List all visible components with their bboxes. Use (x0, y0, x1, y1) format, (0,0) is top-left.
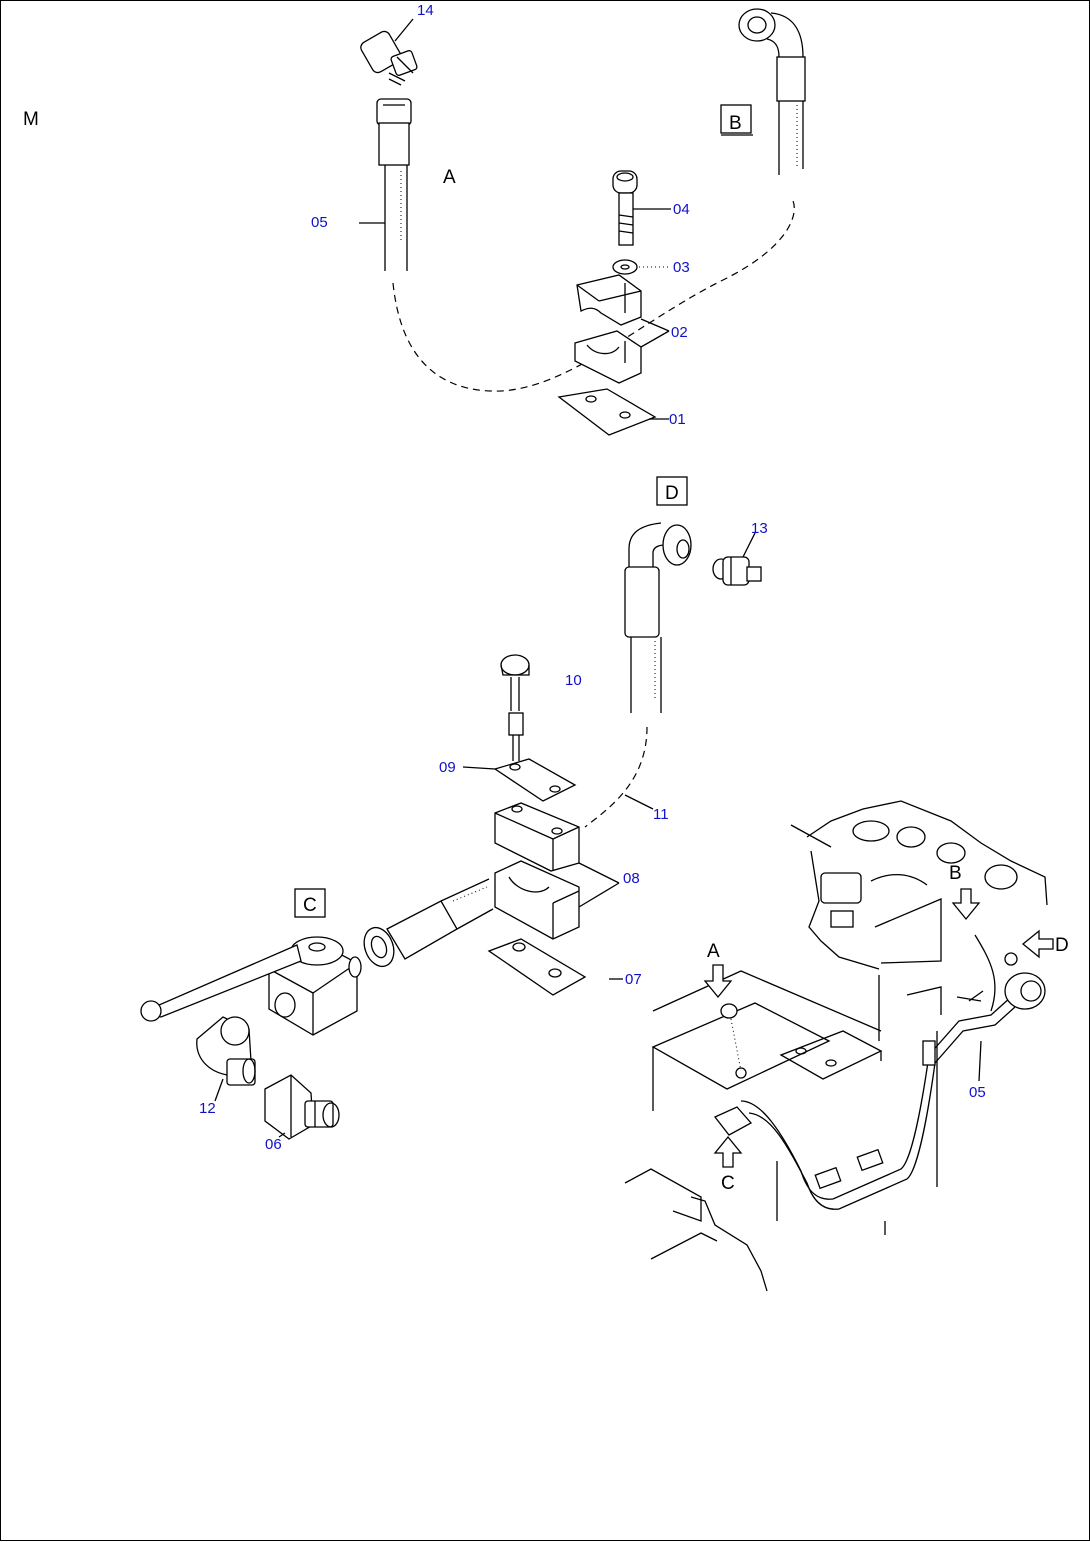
callout-09[interactable]: 09 (439, 759, 456, 776)
plate-07 (487, 938, 587, 996)
callout-01[interactable]: 01 (669, 411, 686, 428)
elbow-fitting-14 (360, 30, 418, 86)
plate-01 (557, 388, 657, 436)
clamp-upper-02 (576, 274, 642, 326)
bolt-04 (612, 170, 638, 246)
view-label-c-left: C (303, 895, 317, 916)
fitting-13 (712, 556, 762, 586)
machine-overview (624, 800, 1048, 1292)
view-box-c (294, 888, 326, 918)
arrow-a-machine-icon (703, 964, 733, 999)
callout-02[interactable]: 02 (671, 324, 688, 341)
callout-06[interactable]: 06 (265, 1136, 282, 1153)
clamp-lower-02 (574, 330, 642, 384)
leader-14 (394, 18, 414, 42)
hose-end-b (738, 8, 806, 175)
elbow-12 (196, 1016, 256, 1086)
adapter-06 (264, 1074, 340, 1140)
view-label-d-machine: D (1055, 935, 1069, 956)
hose-end-d (624, 522, 692, 713)
callout-03[interactable]: 03 (673, 259, 690, 276)
callout-14[interactable]: 14 (417, 2, 434, 19)
plate-09 (493, 758, 577, 802)
callout-05-top[interactable]: 05 (311, 214, 328, 231)
hose-11-routing (584, 726, 648, 828)
hose-end-a (376, 98, 412, 271)
view-label-b-machine: B (949, 863, 962, 884)
view-box-d (656, 476, 688, 506)
callout-04[interactable]: 04 (673, 201, 690, 218)
view-label-c-machine: C (721, 1173, 735, 1194)
view-label-a-machine: A (707, 941, 720, 962)
view-label-a-top: A (443, 167, 456, 188)
callout-12[interactable]: 12 (199, 1100, 216, 1117)
callout-13[interactable]: 13 (751, 520, 768, 537)
callout-05-machine[interactable]: 05 (969, 1084, 986, 1101)
callout-11[interactable]: 11 (653, 806, 669, 823)
hose-05-routing (392, 196, 795, 392)
washer-03 (612, 259, 638, 275)
ball-valve (140, 936, 362, 1036)
arrow-b-machine-icon (951, 888, 981, 921)
callout-10[interactable]: 10 (565, 672, 582, 689)
group-letter: M (23, 109, 39, 130)
clamp-upper-08 (494, 802, 580, 872)
arrow-c-machine-icon (713, 1135, 743, 1168)
view-label-d-mid: D (665, 483, 679, 504)
hose-fitting-c (363, 878, 494, 968)
clamp-lower-08 (494, 860, 580, 940)
callout-07[interactable]: 07 (625, 971, 642, 988)
bolt-10 (500, 654, 530, 761)
view-label-b-top: B (729, 113, 742, 134)
callout-08[interactable]: 08 (623, 870, 640, 887)
arrow-d-machine-icon (1021, 929, 1054, 959)
